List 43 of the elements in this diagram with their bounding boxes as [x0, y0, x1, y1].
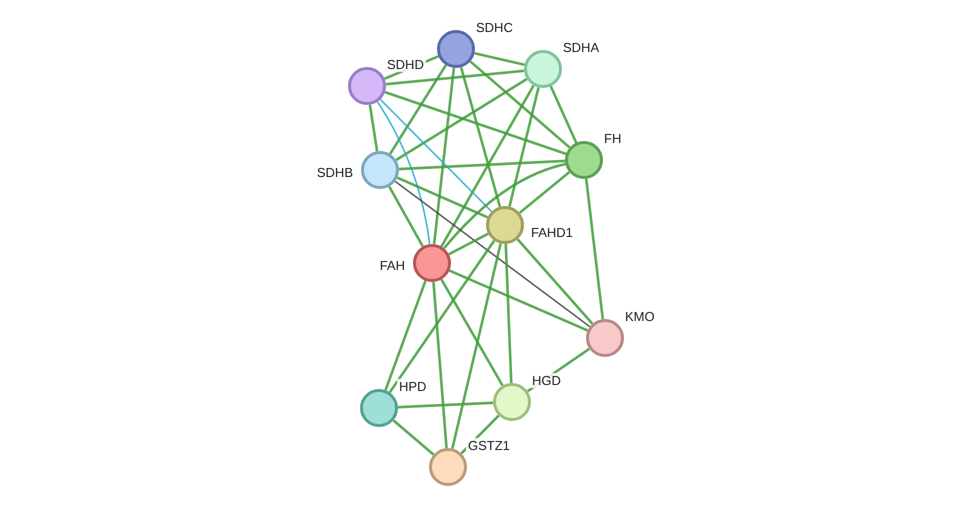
node-label: FAH — [378, 258, 407, 273]
node-label: FH — [602, 131, 624, 146]
node-label: SDHD — [385, 57, 426, 72]
node-label: HGD — [530, 373, 563, 388]
connector-line — [384, 90, 566, 156]
node-label: SDHA — [561, 40, 602, 55]
connector-line — [443, 162, 566, 250]
connector-line — [451, 243, 502, 449]
connector-line — [389, 64, 447, 155]
connector-line — [518, 171, 570, 214]
connector-line — [448, 232, 489, 256]
node-label: HPD — [397, 379, 428, 394]
connector-line — [396, 176, 488, 219]
connector-line — [448, 269, 588, 332]
connector-line — [440, 278, 504, 386]
connector-line — [368, 104, 378, 152]
node-label: GSTZ1 — [466, 438, 512, 453]
connector-line — [432, 282, 448, 448]
connector-line — [395, 78, 528, 162]
connector-line — [460, 66, 502, 208]
connector-line — [508, 87, 540, 207]
connector-line — [470, 60, 570, 149]
connector-line — [398, 160, 566, 170]
node-label: KMO — [623, 309, 657, 324]
node-label: SDHB — [314, 165, 355, 180]
connector-line — [388, 186, 424, 248]
connector-line — [474, 52, 525, 66]
connector-line — [432, 68, 456, 244]
connector-line — [376, 101, 430, 244]
connector-line — [516, 238, 594, 325]
connector-line — [584, 178, 604, 320]
connector-line — [384, 280, 427, 391]
node-label: SDHC — [474, 20, 515, 35]
connector-line — [394, 180, 590, 328]
connector-line — [386, 70, 524, 86]
connector-line — [380, 98, 492, 212]
connector-line — [504, 244, 513, 384]
connector-line — [388, 240, 496, 394]
connector-line — [392, 419, 434, 456]
node-label: FAHD1 — [529, 225, 575, 240]
connector-line — [550, 86, 578, 144]
connector-line — [398, 402, 494, 408]
connector-line — [440, 84, 535, 248]
